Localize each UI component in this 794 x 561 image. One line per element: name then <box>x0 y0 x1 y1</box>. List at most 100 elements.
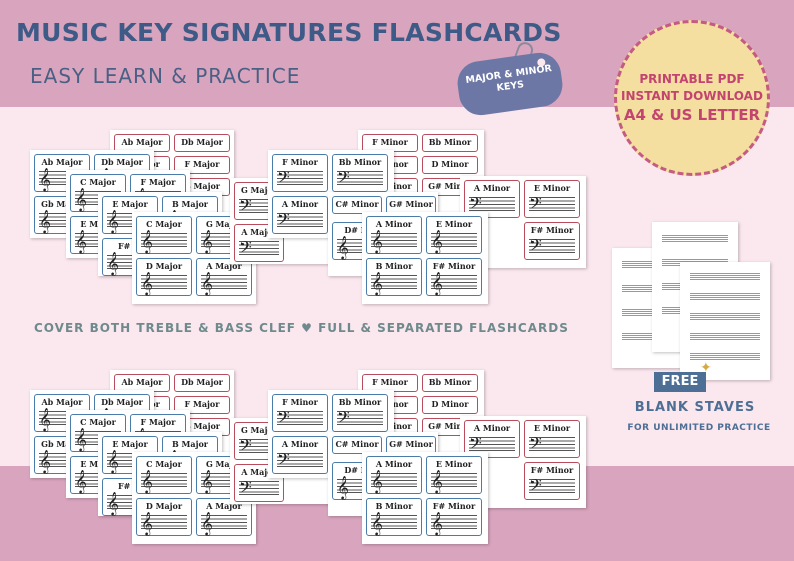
staff <box>201 275 247 289</box>
staff <box>529 437 575 451</box>
feature-line: COVER BOTH TREBLE & BASS CLEF ♥ FULL & S… <box>34 321 569 335</box>
flashcard-label: D Minor <box>431 159 469 169</box>
flashcard-label: F Minor <box>372 377 408 387</box>
staff-lines <box>622 308 680 316</box>
staff <box>469 437 515 451</box>
flashcard-label: Bb Minor <box>428 377 472 387</box>
treble-clef-icon: 𝄞 <box>431 271 443 295</box>
flashcard: D Major𝄞 <box>136 258 192 296</box>
staff-lines <box>690 312 760 320</box>
treble-clef-icon: 𝄞 <box>337 475 349 499</box>
flashcard: Bb Minor𝄢 <box>332 394 388 432</box>
bass-clef-icon: 𝄢 <box>469 433 482 457</box>
flashcard: A Major𝄞 <box>196 258 252 296</box>
treble-clef-icon: 𝄞 <box>141 511 153 535</box>
free-label: FREE <box>654 372 706 392</box>
staff <box>141 275 187 289</box>
flashcard-sheet: A Minor𝄞E Minor𝄞B Minor𝄞F# Minor𝄞 <box>362 212 488 304</box>
flashcard-label: A Minor <box>375 219 413 229</box>
flashcard-label: F Major <box>184 399 220 409</box>
flashcard-label: B Minor <box>375 501 413 511</box>
flashcard-label: D Major <box>145 501 183 511</box>
flashcard-label: E Minor <box>435 219 473 229</box>
flashcard: A Major𝄢 <box>234 224 284 262</box>
flashcard-label: Gb Major <box>41 439 83 449</box>
flashcard: F# Minor𝄢 <box>524 222 580 260</box>
flashcard-label: B Minor <box>375 261 413 271</box>
flashcard-label: G Major <box>205 459 243 469</box>
staff-lines <box>690 352 760 360</box>
staff <box>201 515 247 529</box>
flashcard-label: G# Minor <box>389 439 433 449</box>
bass-clef-icon: 𝄢 <box>529 475 542 499</box>
flashcard: D Minor <box>422 156 478 174</box>
feature-text-1: COVER BOTH TREBLE & BASS CLEF <box>34 321 296 335</box>
flashcard-label: A Minor <box>281 199 319 209</box>
blank-staves-subtitle: FOR UNLIMITED PRACTICE <box>627 423 771 433</box>
staff <box>469 197 515 211</box>
staff <box>277 171 323 185</box>
flashcard-label: A Minor <box>375 459 413 469</box>
flashcard: D Major𝄞 <box>136 498 192 536</box>
treble-clef-icon: 𝄞 <box>141 229 153 253</box>
treble-clef-icon: 𝄞 <box>107 251 119 275</box>
flashcard-label: D# M <box>344 225 370 235</box>
feature-text-2: FULL & SEPARATED FLASHCARDS <box>318 321 569 335</box>
staff <box>371 233 417 247</box>
flashcard-label: F# Minor <box>530 225 574 235</box>
staff <box>141 473 187 487</box>
flashcard: B Minor𝄞 <box>366 258 422 296</box>
flashcard-label: Db Major <box>101 397 143 407</box>
flashcard: F Minor𝄢 <box>272 394 328 432</box>
flashcard-label: F Minor <box>282 397 318 407</box>
main-title: MUSIC KEY SIGNATURES FLASHCARDS <box>16 18 562 47</box>
treble-clef-icon: 𝄞 <box>371 511 383 535</box>
flashcard: F Minor𝄢 <box>272 154 328 192</box>
flashcard-label: F# Minor <box>432 261 476 271</box>
flashcard: C Major𝄞 <box>136 456 192 494</box>
treble-clef-icon: 𝄞 <box>371 229 383 253</box>
bass-clef-icon: 𝄢 <box>277 449 290 473</box>
staff <box>371 515 417 529</box>
flashcard: Bb Minor𝄢 <box>332 154 388 192</box>
flashcard-label: A Minor <box>281 439 319 449</box>
flashcard: F Major <box>174 156 230 174</box>
staff <box>371 275 417 289</box>
staff <box>529 479 575 493</box>
flashcard-label: F Major <box>184 159 220 169</box>
flashcard: Db Major <box>174 374 230 392</box>
flashcard-label: G# Minor <box>428 181 472 191</box>
star-icon: ✦ <box>700 360 712 376</box>
staff-lines <box>690 332 760 340</box>
flashcard-label: C Major <box>146 459 182 469</box>
flashcard-label: E Minor <box>435 459 473 469</box>
flashcard: E Minor𝄞 <box>426 216 482 254</box>
bass-clef-icon: 𝄢 <box>239 237 252 261</box>
flashcard-label: Ab Major <box>121 377 163 387</box>
badge-line-3: A4 & US LETTER <box>623 105 761 124</box>
flashcard-label: C# Minor <box>335 439 379 449</box>
flashcard: B Minor𝄞 <box>366 498 422 536</box>
treble-clef-icon: 𝄞 <box>39 209 51 233</box>
bass-clef-icon: 𝄢 <box>239 477 252 501</box>
flashcard: E Minor𝄢 <box>524 180 580 218</box>
flashcard-label: G Major <box>205 219 243 229</box>
treble-clef-icon: 𝄞 <box>431 469 443 493</box>
flashcard-label: Ab Major <box>41 157 83 167</box>
flashcard: A Minor𝄢 <box>272 436 328 474</box>
flashcard: A Minor𝄢 <box>464 180 520 218</box>
treble-clef-icon: 𝄞 <box>107 209 119 233</box>
treble-clef-icon: 𝄞 <box>75 229 87 253</box>
flashcard: C# Minor <box>332 196 382 214</box>
bass-clef-icon: 𝄢 <box>277 209 290 233</box>
treble-clef-icon: 𝄞 <box>107 449 119 473</box>
flashcard-label: G# Minor <box>389 199 433 209</box>
flashcard-label: Bb Minor <box>338 397 382 407</box>
flashcard-label: Gb Major <box>41 199 83 209</box>
bass-clef-icon: 𝄢 <box>239 435 252 459</box>
staff <box>529 197 575 211</box>
bass-clef-icon: 𝄢 <box>277 167 290 191</box>
flashcard: Bb Minor <box>422 374 478 392</box>
flashcard-label: A Minor <box>473 183 511 193</box>
staff-lines <box>662 234 728 242</box>
